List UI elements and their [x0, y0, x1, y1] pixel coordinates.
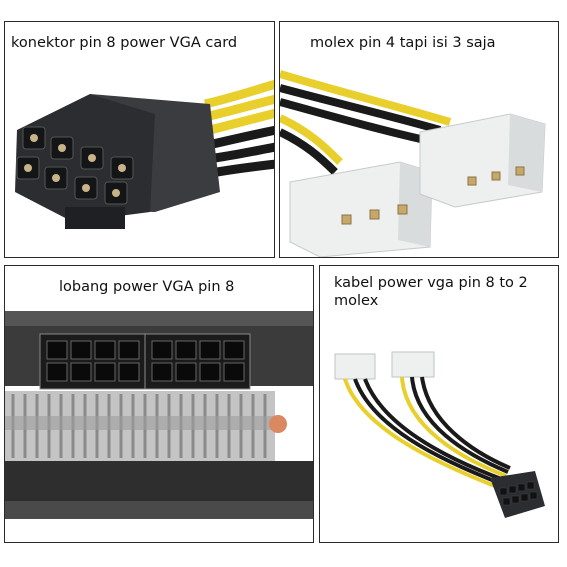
pcie-to-molex-cable-image [334, 351, 545, 518]
panel-8pin-connector: konektor pin 8 power VGA card [4, 21, 275, 258]
panel-caption: kabel power vga pin 8 to 2 molex [334, 275, 528, 309]
molex-connectors-image [280, 70, 546, 257]
panel-caption: molex pin 4 tapi isi 3 saja [310, 35, 496, 51]
panel-caption: lobang power VGA pin 8 [59, 279, 235, 295]
panel-caption: konektor pin 8 power VGA card [11, 35, 238, 51]
panel-8pin-to-molex-cable: kabel power vga pin 8 to 2 molex [319, 265, 559, 543]
vga-card-power-socket-image [5, 311, 313, 519]
panel-molex-connector: molex pin 4 tapi isi 3 saja [279, 21, 559, 258]
pcie-8pin-connector-image [15, 79, 274, 229]
panel-vga-socket: lobang power VGA pin 8 [4, 265, 314, 543]
